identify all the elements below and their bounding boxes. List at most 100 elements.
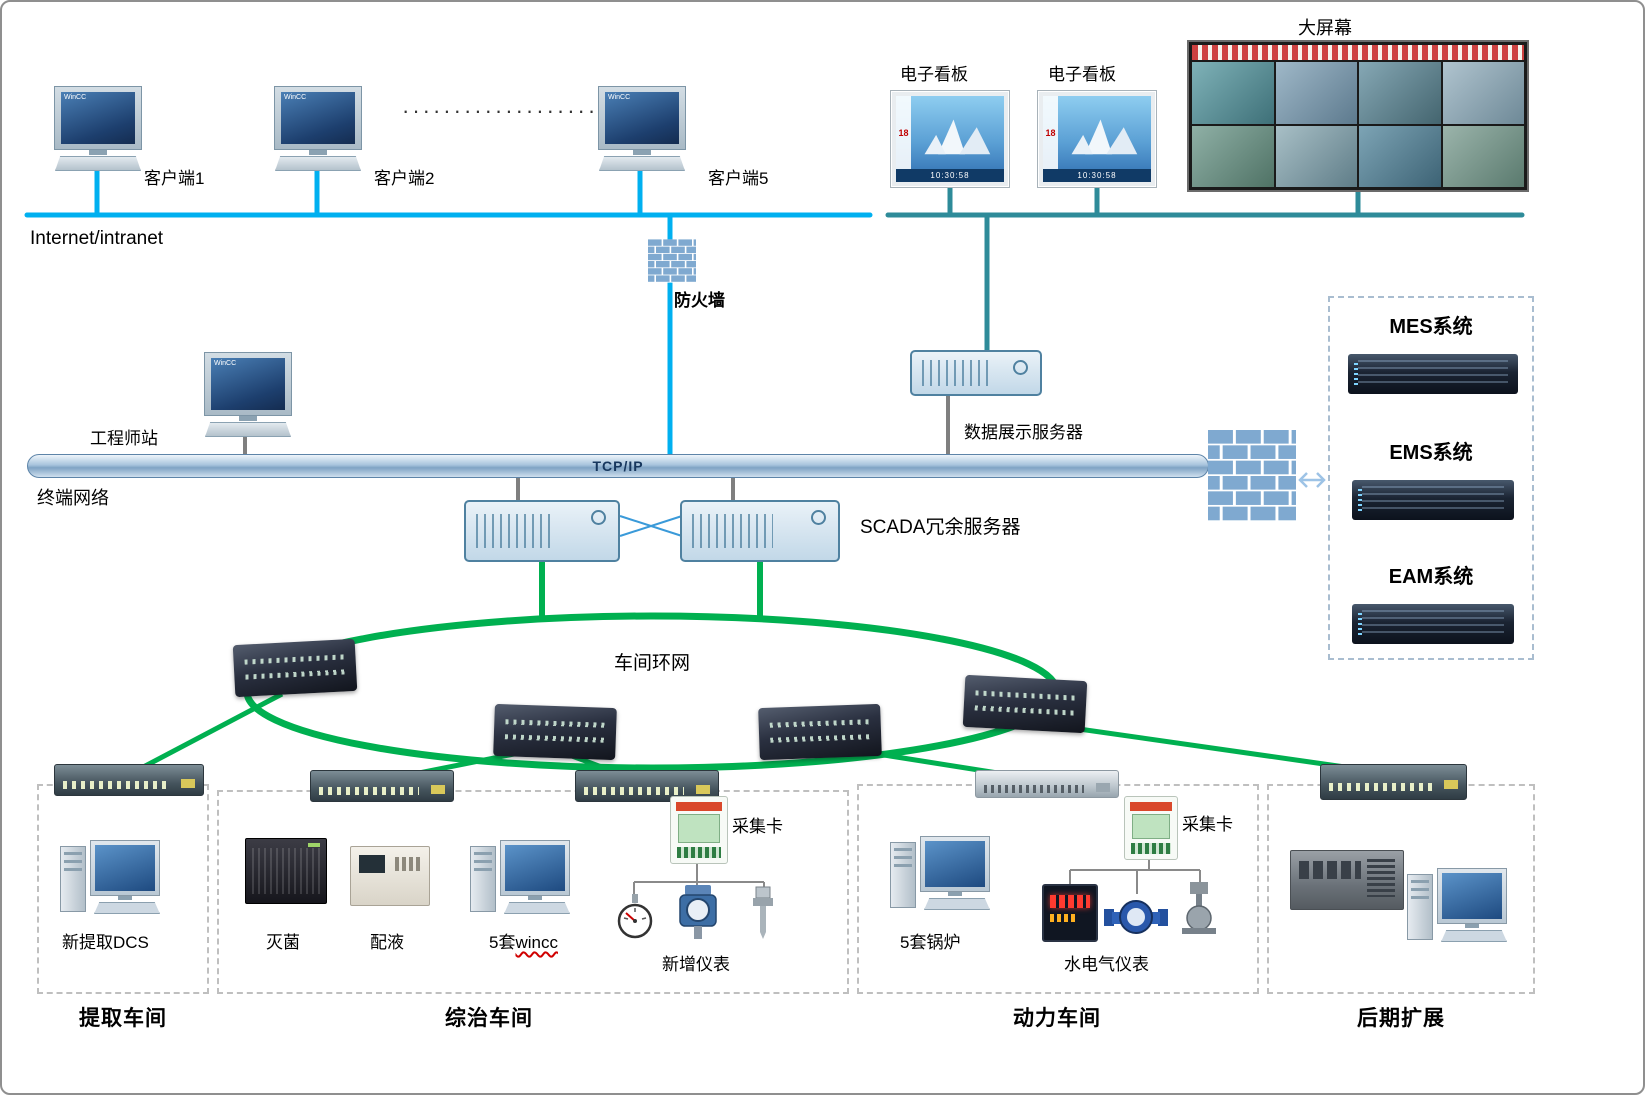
monitor-stand <box>89 150 107 155</box>
expand-workstation <box>1407 868 1513 948</box>
switch-tag <box>181 778 195 788</box>
expand-plc <box>1290 850 1404 910</box>
server-led <box>591 510 606 525</box>
screen-text: WinCC <box>64 94 87 101</box>
client-computer-5: WinCC <box>594 86 690 171</box>
plc-slots <box>1299 861 1361 879</box>
workshop-name-expand: 后期扩展 <box>1357 1007 1445 1030</box>
factory-photo-collage <box>1192 62 1524 187</box>
monitor-screen <box>95 845 155 891</box>
mes-server-rack <box>1348 354 1518 394</box>
monitor: WinCC <box>204 352 292 416</box>
monitor-stand <box>118 896 132 900</box>
dcs-workstation <box>60 840 166 920</box>
card-terminals <box>1131 843 1171 854</box>
red-slogan-banner <box>1192 45 1524 60</box>
monitor-stand <box>239 416 257 421</box>
server-vents <box>922 360 989 386</box>
monitor-stand <box>1465 924 1479 928</box>
card-header <box>1130 802 1172 811</box>
switch-ports <box>974 705 1075 716</box>
scada-sync-links <box>619 515 683 537</box>
wincc-label-word: wincc <box>515 933 558 952</box>
card-terminals <box>677 847 721 858</box>
wincc-workstation <box>470 840 576 920</box>
plc-led <box>308 843 320 847</box>
server-vents <box>476 513 556 549</box>
photo-cell <box>1359 62 1441 124</box>
gray-connectors <box>243 396 950 502</box>
switch-ports <box>770 734 871 743</box>
monitor-stand <box>948 892 962 896</box>
pressure-transmitter-icon <box>679 885 717 939</box>
switch-ports <box>245 669 346 680</box>
card-1-label: 采集卡 <box>732 817 783 836</box>
switch-ports <box>63 780 169 789</box>
monitor-screen: WinCC <box>61 92 135 144</box>
bricks <box>648 239 696 282</box>
monitor <box>90 840 160 896</box>
keyboard <box>55 156 141 171</box>
server-vents <box>692 513 774 549</box>
dcs-label: 新提取DCS <box>62 933 149 952</box>
screen-text: WinCC <box>284 94 307 101</box>
switch-tag <box>696 784 710 794</box>
client-computer-1: WinCC <box>50 86 146 171</box>
switch-ports <box>984 784 1084 793</box>
monitor-screen: WinCC <box>605 92 679 144</box>
client-5-label: 客户端5 <box>708 169 769 188</box>
wincc-label: 5套wincc <box>489 928 558 953</box>
keyboard <box>924 898 990 910</box>
card-module <box>1132 814 1170 839</box>
acquisition-card-1 <box>670 796 728 864</box>
data-server-label: 数据展示服务器 <box>964 423 1083 442</box>
water-meter-icon <box>1104 900 1168 934</box>
switch-ports <box>769 718 870 728</box>
wincc-label-prefix: 5套 <box>489 933 516 952</box>
ring-switch-4 <box>962 674 1088 734</box>
switch-tag <box>431 784 445 794</box>
scada-server-2 <box>680 500 840 562</box>
switch-ports <box>505 718 606 728</box>
client-1-label: 客户端1 <box>144 169 205 188</box>
server-led <box>811 510 826 525</box>
mes-system-label: MES系统 <box>1389 316 1473 338</box>
keyboard <box>94 902 160 914</box>
thermometer-probe-icon <box>753 886 773 939</box>
power-switch <box>975 770 1119 798</box>
billboard-1-label: 电子看板 <box>900 65 968 84</box>
enterprise-systems-panel: MES系统 EMS系统 EAM系统 <box>1328 296 1534 660</box>
internet-label: Internet/intranet <box>30 228 164 249</box>
pc-tower <box>470 846 496 912</box>
photo-cell <box>1192 125 1274 187</box>
pc-tower <box>1407 874 1433 940</box>
acquisition-card-2 <box>1124 796 1178 860</box>
e-billboard-2: 18 10:30:58 <box>1037 90 1157 188</box>
photo-cell <box>1275 62 1357 124</box>
monitor: WinCC <box>54 86 142 150</box>
ring-switch-2 <box>493 703 617 761</box>
switch-ports <box>244 653 345 665</box>
miejun-label: 灭菌 <box>266 933 300 952</box>
scada-label: SCADA冗余服务器 <box>860 517 1021 538</box>
expand-switch <box>1320 764 1467 800</box>
opera-house-art <box>924 119 991 155</box>
ring-switch-3 <box>758 703 882 761</box>
screen-text: WinCC <box>608 94 631 101</box>
boiler-label: 5套锅炉 <box>900 933 961 952</box>
switch-ports <box>504 734 605 743</box>
billboard-number: 18 <box>1043 96 1058 169</box>
ems-system-label: EMS系统 <box>1389 442 1473 464</box>
plc-vents <box>252 848 320 894</box>
zongzhi-switch-1 <box>310 770 454 802</box>
switch-ports <box>584 786 684 795</box>
firewall-panel-arrow <box>1298 472 1326 488</box>
billboard-time: 10:30:58 <box>1043 169 1151 182</box>
screen-text: WinCC <box>214 360 237 367</box>
bricks <box>1208 430 1296 521</box>
monitor-stand <box>528 896 542 900</box>
photo-cell <box>1275 125 1357 187</box>
pc-tower <box>60 846 86 912</box>
firewall-icon <box>648 239 696 283</box>
